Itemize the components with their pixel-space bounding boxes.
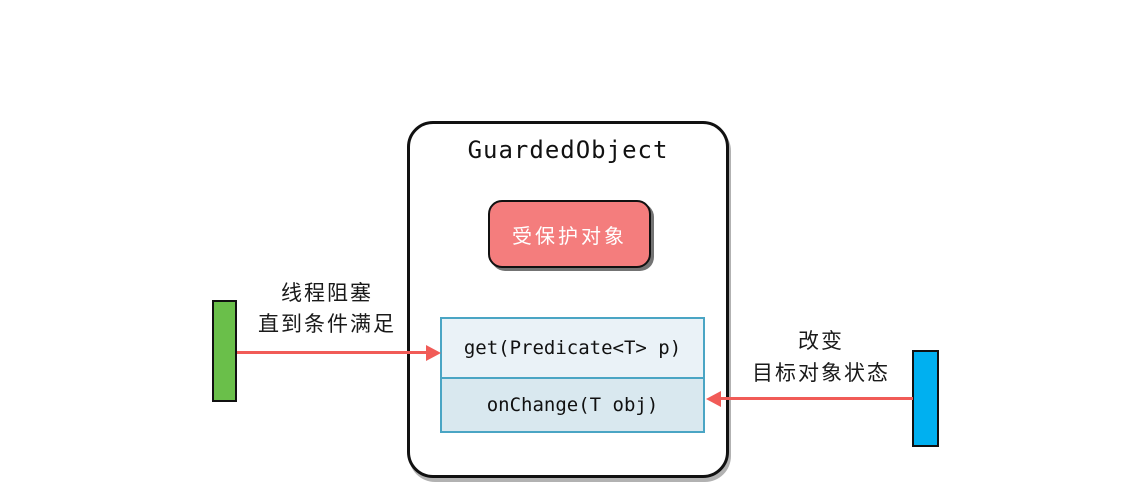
right-annotation-line2: 目标对象状态 [752,361,890,385]
right-arrowhead-icon [426,344,441,361]
notifier-thread-bar [912,350,939,447]
method-onchange-label: onChange(T obj) [486,394,659,416]
container-title: GuardedObject [467,136,669,164]
method-get-label: get(Predicate<T> p) [463,337,682,359]
right-annotation: 改变 目标对象状态 [726,325,916,389]
blocked-thread-bar [212,300,237,402]
right-annotation-line1: 改变 [798,329,844,353]
protected-object-box: 受保护对象 [488,200,651,268]
method-get: get(Predicate<T> p) [442,319,703,377]
left-annotation-line1: 线程阻塞 [281,281,373,305]
method-onchange: onChange(T obj) [442,377,703,431]
left-arrow-line [237,351,427,354]
left-arrowhead-icon [706,390,721,407]
protected-object-label: 受保护对象 [512,223,627,248]
method-table: get(Predicate<T> p) onChange(T obj) [440,317,705,433]
left-annotation-line2: 直到条件满足 [258,312,396,336]
left-annotation: 线程阻塞 直到条件满足 [228,278,426,340]
right-arrow-line [720,397,913,400]
